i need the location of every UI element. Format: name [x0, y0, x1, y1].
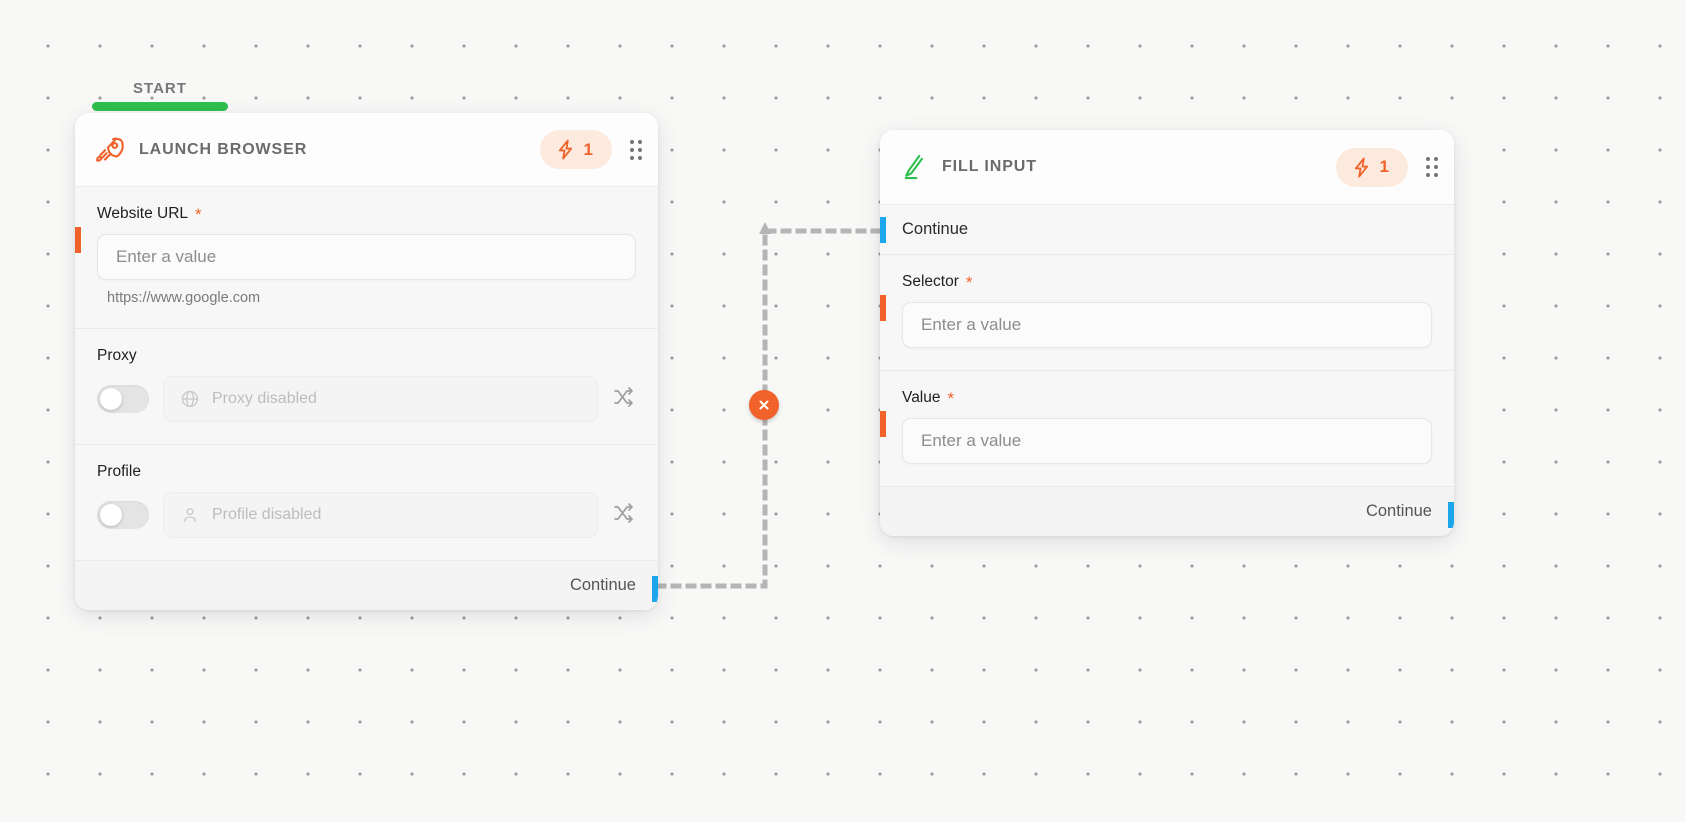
- input-value[interactable]: Enter a value: [902, 418, 1432, 464]
- start-bar: [92, 102, 228, 111]
- node-header-fill-input[interactable]: FILL INPUT 1: [880, 130, 1454, 205]
- shuffle-icon: [614, 386, 633, 407]
- label-profile: Profile: [97, 463, 636, 481]
- input-proxy[interactable]: Proxy disabled: [163, 376, 598, 422]
- output-port-continue-fill-input[interactable]: [1448, 502, 1454, 528]
- node-title-launch-browser: LAUNCH BROWSER: [139, 140, 308, 158]
- badge-count-fill-input: 1: [1379, 157, 1389, 176]
- helper-text-website-url: https://www.google.com: [107, 290, 261, 306]
- label-website-url: Website URL *: [97, 205, 636, 223]
- field-profile: Profile Profile disabled: [75, 445, 658, 561]
- label-text-value: Value: [902, 389, 941, 406]
- placeholder-value: Enter a value: [921, 431, 1022, 450]
- input-selector[interactable]: Enter a value: [902, 302, 1432, 348]
- label-text-selector: Selector: [902, 273, 959, 290]
- placeholder-profile: Profile disabled: [212, 506, 322, 523]
- start-label: START: [133, 80, 187, 97]
- input-port-continue-fill-input[interactable]: [880, 217, 886, 243]
- placeholder-website-url: Enter a value: [116, 247, 217, 266]
- input-profile[interactable]: Profile disabled: [163, 492, 598, 538]
- field-website-url: Website URL * Enter a value https://www.…: [75, 187, 658, 329]
- field-selector: Selector * Enter a value: [880, 255, 1454, 371]
- label-proxy: Proxy: [97, 347, 636, 365]
- node-footer-fill-input: Continue: [880, 487, 1454, 536]
- input-port-value[interactable]: [880, 411, 886, 437]
- close-icon: [759, 400, 769, 410]
- label-selector: Selector *: [902, 273, 1432, 291]
- shuffle-profile-button[interactable]: [612, 501, 636, 530]
- rocket-icon: [96, 137, 124, 162]
- input-port-row-continue: Continue: [880, 205, 1454, 255]
- input-website-url[interactable]: Enter a value: [97, 234, 636, 280]
- lightning-bolt-icon: [1354, 157, 1368, 177]
- toggle-knob-profile: [100, 504, 122, 526]
- input-port-website-url[interactable]: [75, 227, 81, 253]
- output-label-continue-launch-browser: Continue: [569, 576, 636, 594]
- drag-handle-icon[interactable]: [1426, 157, 1438, 177]
- badge-count-launch-browser: 1: [583, 139, 593, 159]
- execution-count-badge-launch-browser[interactable]: 1: [539, 130, 612, 169]
- toggle-knob-proxy: [100, 388, 122, 410]
- pencil-icon: [904, 154, 923, 180]
- input-port-label-continue: Continue: [902, 220, 969, 238]
- required-asterisk-selector: *: [965, 272, 973, 292]
- label-text-proxy: Proxy: [97, 347, 137, 364]
- required-asterisk-website-url: *: [195, 204, 202, 224]
- output-label-continue-fill-input: Continue: [1365, 502, 1432, 520]
- label-text-profile: Profile: [97, 463, 141, 480]
- toggle-profile[interactable]: [97, 501, 149, 529]
- drag-handle-icon[interactable]: [630, 139, 642, 160]
- globe-icon: [181, 390, 199, 408]
- shuffle-proxy-button[interactable]: [612, 385, 636, 414]
- field-value: Value * Enter a value: [880, 371, 1454, 487]
- required-asterisk-value: *: [947, 388, 955, 408]
- toggle-proxy[interactable]: [97, 385, 149, 413]
- node-header-launch-browser[interactable]: LAUNCH BROWSER 1: [75, 113, 658, 187]
- label-text-website-url: Website URL: [97, 205, 189, 222]
- output-port-continue-launch-browser[interactable]: [652, 576, 658, 602]
- shuffle-icon: [614, 502, 633, 523]
- start-marker: START: [92, 80, 228, 111]
- execution-count-badge-fill-input[interactable]: 1: [1335, 147, 1408, 187]
- placeholder-proxy: Proxy disabled: [212, 390, 317, 407]
- lightning-bolt-icon: [558, 139, 572, 160]
- person-icon: [183, 508, 197, 522]
- input-port-selector[interactable]: [880, 295, 886, 321]
- node-launch-browser[interactable]: LAUNCH BROWSER 1 Website URL * Enter a v…: [75, 113, 658, 610]
- placeholder-selector: Enter a value: [921, 315, 1022, 334]
- field-proxy: Proxy Proxy disabled: [75, 329, 658, 445]
- delete-connection-button[interactable]: [749, 390, 779, 420]
- label-value: Value *: [902, 389, 1432, 407]
- node-title-fill-input: FILL INPUT: [942, 158, 1037, 175]
- node-footer-launch-browser: Continue: [75, 561, 658, 610]
- node-fill-input[interactable]: FILL INPUT 1 Continue Selector *: [880, 130, 1454, 536]
